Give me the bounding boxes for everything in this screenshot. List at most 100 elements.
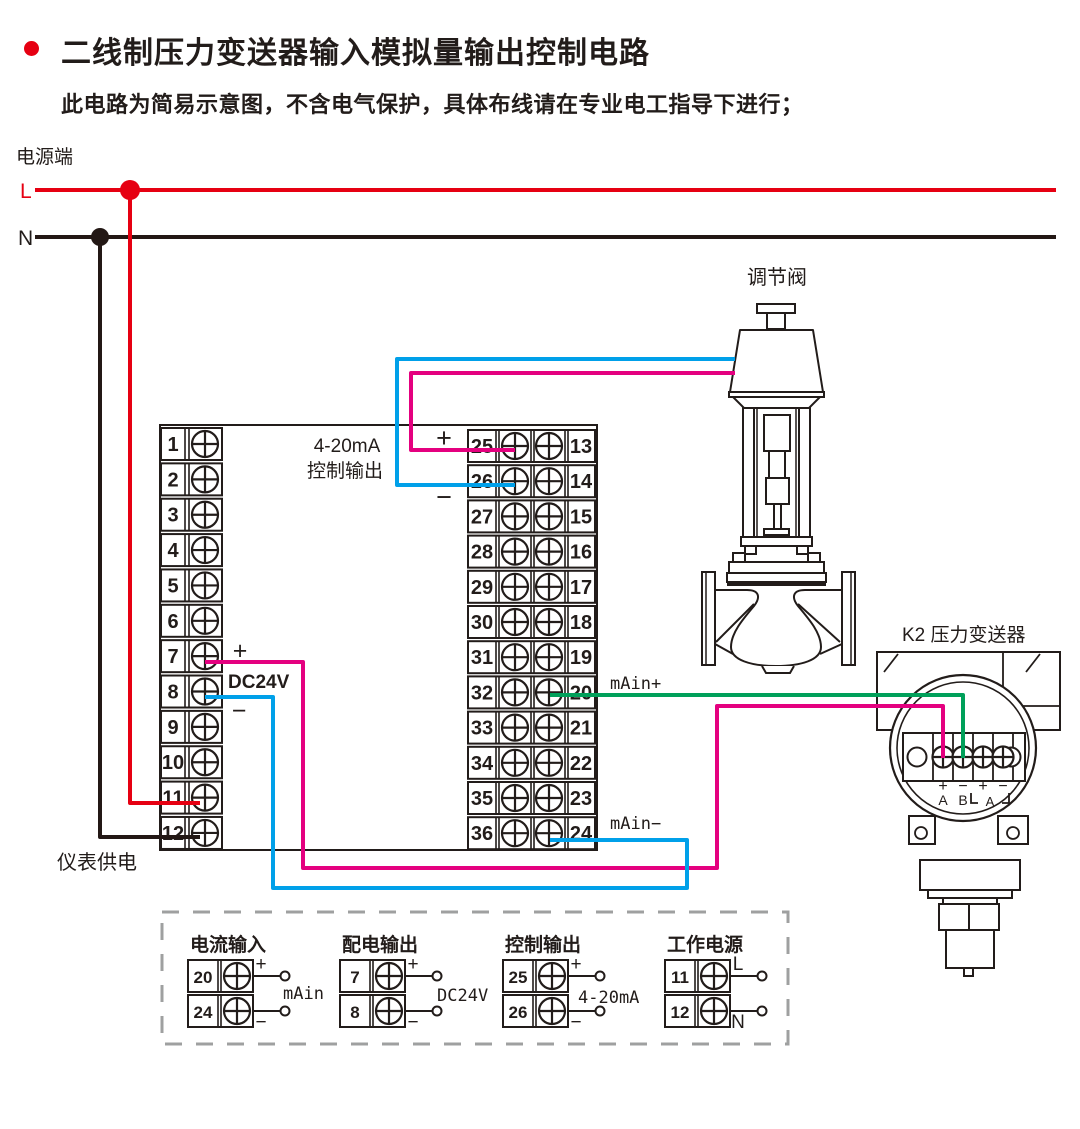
- legend-terminal-number: 7: [350, 968, 359, 987]
- terminal-number: 28: [471, 542, 493, 564]
- main-minus-label: mAin−: [610, 814, 661, 834]
- wire-dc24v-plus-to-transmitter: [205, 660, 945, 870]
- transmitter-terminal-letter: A: [938, 792, 948, 808]
- wire-l-to-terminal-11: [128, 190, 200, 805]
- legend-terminal-row: 8−: [339, 994, 443, 1033]
- legend-section-title: 配电输出: [342, 933, 418, 956]
- legend-terminal-number: 24: [194, 1003, 213, 1022]
- terminal-row-left: 5: [160, 568, 223, 603]
- transmitter-terminal-letter: B: [958, 792, 967, 808]
- legend-signal-label: 4-20mA: [578, 988, 639, 1008]
- legend-terminal-number: 25: [509, 968, 528, 987]
- terminal-number: 36: [471, 823, 493, 845]
- wire-terminal-26-to-valve: [395, 357, 735, 487]
- page-title: 二线制压力变送器输入模拟量输出控制电路: [61, 37, 650, 70]
- legend-terminal-row: 12 N: [664, 994, 768, 1033]
- legend-terminal-row: 25 +: [502, 954, 606, 993]
- terminal-number: 27: [471, 506, 493, 528]
- terminal-number: 14: [570, 471, 593, 493]
- terminal-row-left: 8: [160, 674, 223, 709]
- transmitter-terminal-sign: −: [958, 778, 967, 795]
- legend-signal-label: DC24V: [437, 986, 488, 1006]
- legend-terminal-sign: +: [255, 954, 266, 975]
- legend-terminal-sign: +: [570, 954, 581, 975]
- legend-terminal-number: 20: [194, 968, 213, 987]
- terminal-row-left: 10: [160, 745, 223, 780]
- terminal-number: 21: [570, 718, 592, 740]
- legend-terminal-number: 12: [671, 1003, 690, 1022]
- terminal-number: 3: [167, 505, 178, 527]
- terminal-number: 6: [167, 611, 178, 633]
- terminal-row-left: 1: [160, 427, 223, 461]
- wire-transmitter-to-main-plus: [550, 693, 965, 758]
- legend-terminal-row: 11 L: [664, 954, 768, 993]
- title-bullet-icon: [24, 41, 39, 56]
- terminal-row-left: 7: [160, 639, 223, 674]
- legend-terminal-sign: −: [255, 1012, 266, 1033]
- terminal-number: 10: [162, 752, 184, 774]
- legend-terminal-number: 8: [350, 1003, 359, 1022]
- terminal-number: 34: [471, 753, 494, 775]
- legend-section: 工作电源 11 L 12 N: [664, 933, 768, 1033]
- legend-terminal-sign: −: [407, 1012, 418, 1033]
- terminal-number: 1: [167, 434, 178, 456]
- output-minus-sign: −: [436, 482, 452, 512]
- legend-signal-label: mAin: [283, 984, 324, 1004]
- transmitter-ammeter-letter: A: [986, 794, 995, 809]
- legend-terminal-row: 7+: [339, 954, 443, 993]
- terminal-number: 17: [570, 577, 592, 599]
- terminal-number: 23: [570, 788, 592, 810]
- terminal-number: 7: [167, 646, 178, 668]
- terminal-row-left: 12: [160, 815, 223, 850]
- legend-terminal-number: 11: [671, 968, 689, 987]
- control-output-text-label: 控制输出: [307, 460, 383, 482]
- terminal-row-left: 4: [160, 533, 223, 568]
- terminal-number: 12: [162, 823, 184, 845]
- legend-terminal-row: 26−: [502, 994, 606, 1033]
- output-plus-sign: +: [436, 423, 452, 453]
- wires: [98, 190, 965, 890]
- wire-main-minus-to-dc24v-minus: [205, 695, 689, 890]
- terminal-number: 4: [167, 540, 179, 562]
- terminal-row-right: 27 15: [467, 499, 596, 534]
- valve-label: 调节阀: [747, 266, 807, 289]
- wire-n-to-terminal-12: [98, 237, 200, 839]
- terminal-number: 18: [570, 612, 592, 634]
- terminal-number: 19: [570, 647, 592, 669]
- line-n-label: N: [18, 227, 33, 250]
- legend-section-title: 工作电源: [667, 933, 743, 956]
- dc24v-label: DC24V: [228, 672, 290, 693]
- main-plus-label: mAin+: [610, 674, 661, 694]
- legend-terminal-sign: N: [731, 1012, 745, 1033]
- legend-terminal-row: 20 +: [187, 954, 291, 993]
- terminal-number: 15: [570, 506, 592, 528]
- transmitter-terminal-sign: +: [978, 778, 987, 795]
- terminal-number: 2: [167, 469, 178, 491]
- terminal-row-left: 3: [160, 497, 223, 532]
- legend-terminal-sign: −: [570, 1012, 581, 1033]
- legend-terminal-sign: L: [733, 954, 744, 975]
- instrument-supply-label: 仪表供电: [57, 851, 137, 874]
- terminal-number: 32: [471, 682, 493, 704]
- terminal-number: 31: [471, 647, 493, 669]
- line-l-label: L: [20, 180, 32, 203]
- dc24v-minus-sign: −: [232, 697, 247, 725]
- page-subtitle: 此电路为简易示意图，不含电气保护，具体布线请在专业电工指导下进行；: [61, 92, 804, 117]
